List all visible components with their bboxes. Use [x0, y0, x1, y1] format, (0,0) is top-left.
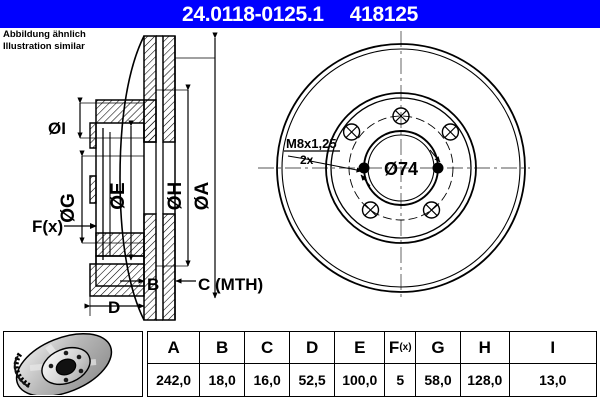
label-b: B	[147, 275, 159, 294]
dim-dia-h: ØH	[156, 84, 191, 267]
bolt-hole	[361, 201, 380, 219]
table-header-cell-b: B	[200, 332, 246, 363]
table-value-cell-e: 100,0	[335, 364, 386, 396]
bolt-hole	[441, 123, 460, 141]
thread-callout: M8x1,25 2x	[284, 136, 363, 173]
reference-number: 418125	[349, 2, 419, 26]
dim-c: C (MTH)	[175, 275, 263, 294]
technical-drawing: ØI ØG ØE	[0, 28, 600, 328]
table-header-cell-i: I	[550, 337, 556, 357]
thread-hole-group	[358, 162, 444, 174]
table-value-cell-b: 18,0	[200, 364, 246, 396]
label-dia-i: ØI	[48, 119, 66, 138]
disc-edge	[13, 355, 30, 388]
disc-bore	[55, 358, 77, 376]
illustration-note: Abbildung ähnlich Illustration similar	[3, 29, 86, 52]
table-header-cell-g: G	[416, 332, 461, 363]
dim-d: D	[84, 290, 145, 317]
cross-section-view: ØI ØG ØE	[32, 32, 263, 321]
table-value-cell-a: 242,0	[148, 364, 201, 396]
part-number: 24.0118-0125.1	[181, 2, 324, 26]
note-line-en: Illustration similar	[3, 40, 85, 52]
face-view: M8x1,25 2x Ø74	[258, 31, 530, 298]
table-value-cell-i: 13,0	[539, 372, 567, 388]
table-header-cell-c: C	[245, 332, 291, 363]
table-header-cell-e: E	[335, 332, 386, 363]
bolt-hole	[422, 201, 441, 219]
disc-outer-edge-inner	[281, 48, 521, 288]
disc-hat-lower	[89, 232, 145, 297]
disc-outer-contour	[119, 35, 145, 321]
bolt-hole-group	[342, 107, 460, 219]
dim-dia-i: ØI	[48, 97, 144, 139]
label-fx: F(x)	[32, 217, 63, 236]
hat-outer-circle	[325, 92, 477, 244]
bolt-hole	[342, 123, 361, 141]
dim-b: B	[120, 273, 176, 294]
table-header-cell-h: H	[461, 332, 510, 363]
note-line-de: Abbildung ähnlich	[3, 29, 86, 40]
table-header-cell-d: D	[290, 332, 336, 363]
product-thumbnail	[3, 331, 143, 397]
label-center-bore: Ø74	[384, 159, 418, 179]
hat-inner-circle	[330, 97, 472, 239]
bore-callout: Ø74	[360, 149, 441, 187]
label-dia-g: ØG	[58, 193, 79, 223]
label-thread-count: 2x	[300, 153, 314, 167]
label-thread-spec: M8x1,25	[286, 136, 337, 151]
brake-disc-photo	[13, 332, 113, 395]
dim-dia-a: ØA	[192, 32, 218, 299]
label-dia-h: ØH	[165, 182, 186, 211]
thread-hole	[432, 162, 444, 174]
label-c: C (MTH)	[198, 275, 263, 294]
table-value-cell-h: 128,0	[461, 364, 510, 396]
disc-outer-diameter	[276, 43, 526, 293]
thread-hole	[358, 162, 370, 174]
bolt-hole	[392, 107, 410, 125]
dim-dia-e: ØE	[108, 120, 134, 261]
friction-ring-bottom	[143, 213, 176, 321]
table-header-cell-f: F(x)	[385, 332, 417, 363]
label-dia-e: ØE	[108, 182, 129, 209]
table-value-cell-g: 58,0	[416, 364, 461, 396]
vent-vanes	[13, 352, 32, 389]
table-value-cell-c: 16,0	[245, 364, 291, 396]
table-value-cell-d: 52,5	[290, 364, 336, 396]
label-d: D	[108, 298, 120, 317]
header-bar: 24.0118-0125.1 418125	[0, 0, 600, 28]
dim-dia-g: ØG	[58, 150, 144, 244]
table-value-cell-f: 5	[385, 364, 417, 396]
label-dia-a: ØA	[192, 181, 213, 210]
hub-walls	[95, 36, 176, 320]
dim-fx: F(x)	[32, 217, 97, 236]
table-header-cell-a: A	[148, 332, 201, 363]
drawing-svg: ØI ØG ØE	[32, 31, 530, 321]
